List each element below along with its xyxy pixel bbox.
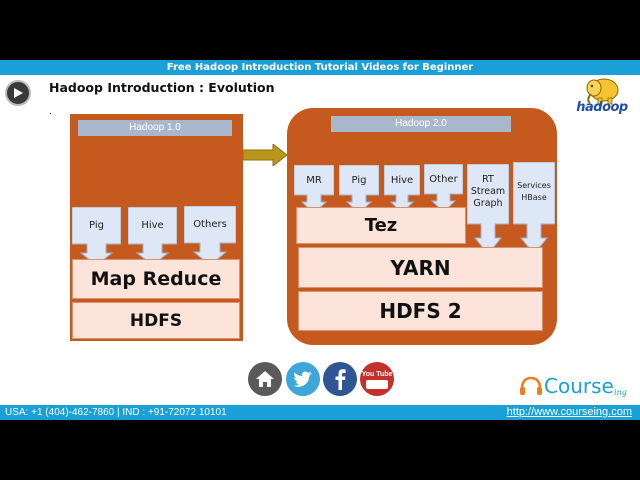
play-button[interactable] (5, 80, 31, 106)
home-button[interactable] (248, 362, 282, 396)
hdfs-box: HDFS (72, 302, 240, 339)
hive-label: Hive (141, 220, 164, 231)
hadoop1-panel: Hadoop 1.0 Pig Hive Others Map Reduce HD… (70, 114, 243, 341)
headset-icon (520, 376, 542, 395)
play-icon (14, 88, 23, 98)
rt-stream-graph-label: RT Stream Graph (470, 174, 506, 209)
mr-callout: MR (294, 165, 334, 213)
hadoop-logo: hadoop (566, 76, 638, 120)
hadoop-logo-text: hadoop (576, 100, 628, 115)
hive2-label: Hive (390, 175, 414, 186)
other-callout: Other (424, 164, 463, 212)
hive2-callout: Hive (384, 165, 420, 213)
pig-callout: Pig (72, 207, 121, 265)
others-label: Others (193, 219, 227, 230)
tez-box: Tez (296, 207, 466, 244)
twitter-icon (293, 371, 312, 387)
facebook-icon (335, 369, 346, 390)
services-hbase-label: Services HBase (517, 181, 551, 202)
evolution-arrow (243, 144, 287, 166)
bottom-banner: USA: +1 (404)-462-7860 | IND : +91-72072… (0, 405, 640, 420)
elephant-icon (586, 78, 619, 105)
slide-title: Hadoop Introduction : Evolution (49, 80, 275, 95)
hdfs2-box: HDFS 2 (298, 291, 543, 331)
youtube-icon (366, 380, 388, 389)
pig2-label: Pig (351, 175, 367, 186)
services-hbase-callout: Services HBase (513, 162, 555, 254)
twitter-button[interactable] (286, 362, 320, 396)
youtube-button[interactable]: You Tube (360, 362, 394, 396)
hadoop2-panel: Hadoop 2.0 MR Pig Hive Other (287, 108, 557, 345)
hadoop1-label: Hadoop 1.0 (78, 120, 232, 136)
slide-bullet: . (49, 106, 52, 117)
courseing-logo: Course ing (518, 372, 636, 402)
pig2-callout: Pig (339, 165, 379, 213)
courseing-name: Course (544, 374, 614, 398)
hadoop2-label: Hadoop 2.0 (331, 116, 511, 132)
mapreduce-box: Map Reduce (72, 259, 240, 299)
yarn-box: YARN (298, 247, 543, 288)
other-label: Other (429, 174, 458, 185)
website-link[interactable]: http://www.courseing.com (506, 406, 632, 418)
home-icon (256, 371, 274, 387)
rt-stream-graph-callout: RT Stream Graph (467, 164, 509, 254)
video-letterbox-bottom (0, 420, 640, 480)
hive-callout: Hive (128, 207, 177, 265)
others-callout: Others (184, 206, 236, 265)
pig-label: Pig (89, 220, 104, 231)
youtube-text: You Tube (361, 371, 393, 378)
courseing-suffix: ing (614, 388, 627, 397)
video-letterbox-top (0, 0, 640, 60)
mr-label: MR (306, 175, 322, 186)
contact-info: USA: +1 (404)-462-7860 | IND : +91-72072… (5, 407, 227, 418)
arrow-right-icon (243, 144, 287, 166)
top-banner: Free Hadoop Introduction Tutorial Videos… (0, 60, 640, 75)
facebook-button[interactable] (323, 362, 357, 396)
video-frame[interactable]: Free Hadoop Introduction Tutorial Videos… (0, 60, 640, 420)
